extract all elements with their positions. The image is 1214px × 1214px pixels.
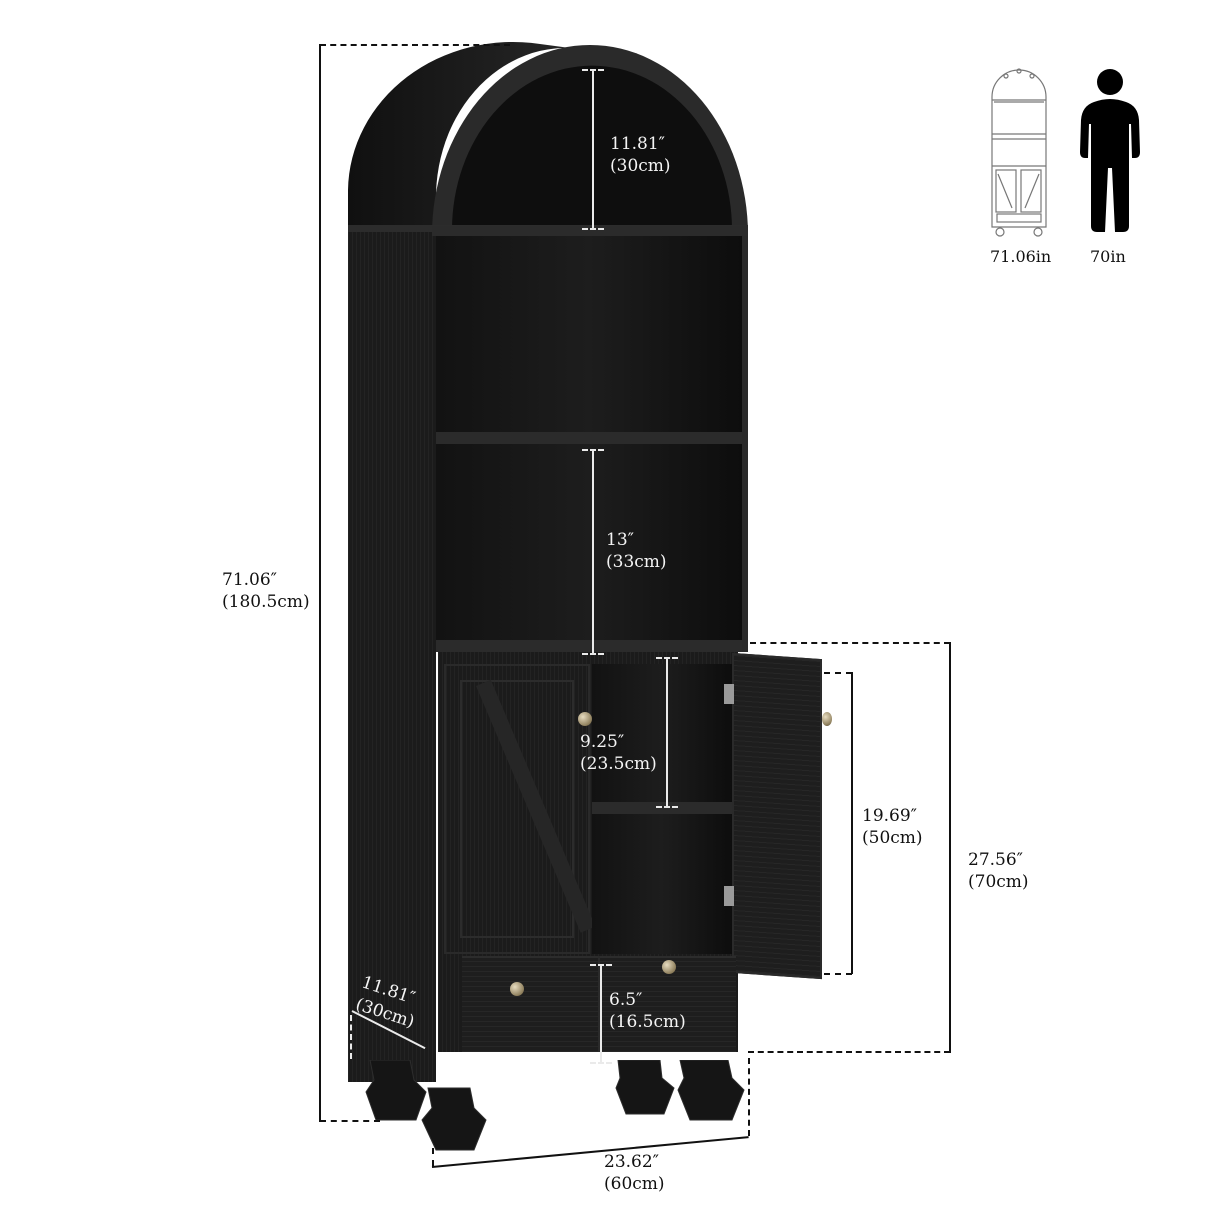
width-guide-right	[748, 1058, 750, 1136]
door-dimension-line	[851, 672, 853, 974]
shelf-board	[436, 640, 746, 652]
door-guide-top	[824, 672, 852, 674]
hinge	[724, 684, 734, 704]
height-guide-top	[320, 44, 510, 46]
cabinet-shelf-dimension-line	[666, 657, 668, 806]
person-height-label: 70in	[1090, 247, 1126, 266]
shelf-board	[436, 432, 746, 444]
arch-height-cm: (30cm)	[610, 156, 671, 176]
arch-top	[348, 41, 748, 235]
drawer-knob-right[interactable]	[662, 960, 676, 974]
overall-height-cm: (180.5cm)	[222, 592, 310, 612]
hinge	[724, 886, 734, 906]
lower-cabinet-height-in: 27.56″	[968, 850, 1024, 870]
lower-guide-bottom	[748, 1051, 950, 1053]
door-knob[interactable]	[822, 712, 832, 726]
bookcase-outline-icon	[991, 68, 1047, 237]
width-guide-left	[432, 1148, 434, 1166]
bun-feet	[365, 1060, 745, 1151]
front-edge	[742, 236, 748, 652]
furniture-height-label: 71.06in	[990, 247, 1052, 266]
lower-cabinet-height-cm: (70cm)	[968, 872, 1029, 892]
door-height-cm: (50cm)	[862, 828, 923, 848]
cabinet-shelf-height-cm: (23.5cm)	[580, 754, 657, 774]
right-cabinet-door-open[interactable]	[732, 652, 822, 980]
drawer-dimension-line	[600, 964, 602, 1062]
shelf-height-cm: (33cm)	[606, 552, 667, 572]
cabinet-shelf-height-in: 9.25″	[580, 732, 625, 752]
drawer-height-cm: (16.5cm)	[609, 1012, 686, 1032]
top-shelf	[432, 226, 748, 236]
door-knob[interactable]	[578, 712, 592, 726]
person-silhouette-icon	[1080, 69, 1140, 232]
cabinet-shelf	[592, 802, 732, 814]
width-in: 23.62″	[604, 1152, 660, 1172]
overall-height-in: 71.06″	[222, 570, 278, 590]
width-cm: (60cm)	[604, 1174, 665, 1194]
arch-height-in: 11.81″	[610, 134, 666, 154]
left-cabinet-door[interactable]	[444, 664, 596, 954]
drawer-knob-left[interactable]	[510, 982, 524, 996]
lower-cabinet-dimension-line	[949, 642, 951, 1053]
side-panel	[348, 232, 436, 1082]
shelf-height-in: 13″	[606, 530, 634, 550]
shelf-dimension-line	[592, 449, 594, 653]
arch-dimension-line	[592, 69, 594, 228]
door-height-in: 19.69″	[862, 806, 918, 826]
height-dimension-line	[319, 44, 321, 1122]
lower-guide-top	[750, 642, 950, 644]
door-guide-bottom	[824, 973, 852, 975]
height-guide-bottom	[320, 1120, 380, 1122]
open-shelf-lower	[436, 444, 742, 642]
drawer-height-in: 6.5″	[609, 990, 643, 1010]
open-shelf-upper	[436, 236, 742, 436]
